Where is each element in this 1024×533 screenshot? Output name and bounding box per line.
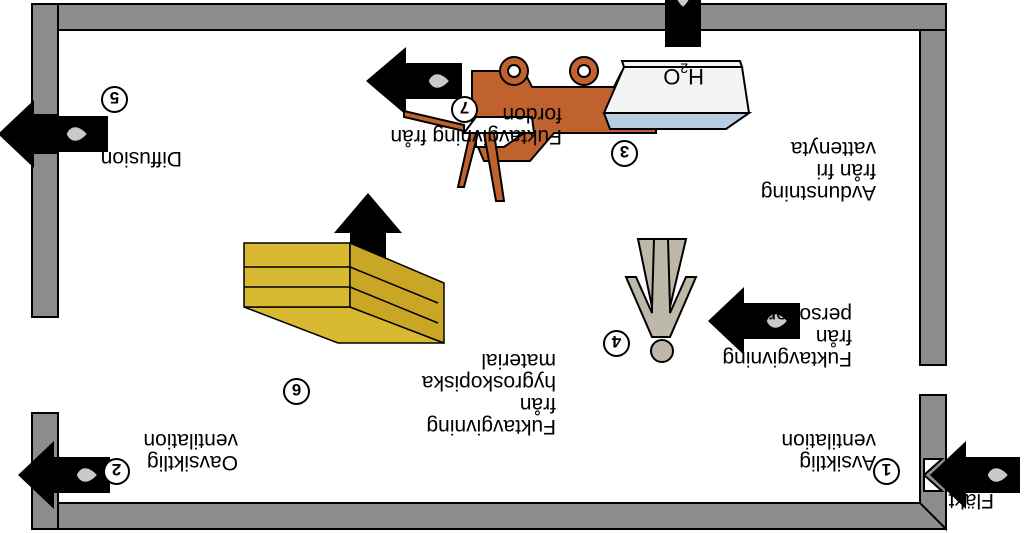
persons-label: Fuktavgivning från personer bbox=[722, 303, 852, 370]
evaporation-label: Avdunstning från fri vattenyta bbox=[760, 137, 876, 204]
arrow-intentional-ventilation-shape bbox=[930, 441, 1020, 509]
wall-right-lower bbox=[31, 3, 59, 318]
person-icon bbox=[624, 238, 698, 363]
water-formula: H2O bbox=[663, 58, 704, 89]
water-drop-icon bbox=[987, 468, 1008, 482]
water-formula-base: H bbox=[688, 64, 704, 89]
intentional-ventilation-label: Avsiktlig ventilation bbox=[781, 429, 876, 474]
arrow-intentional-ventilation bbox=[930, 441, 1020, 509]
water-drop-icon bbox=[76, 468, 97, 482]
water-drop-icon bbox=[766, 314, 787, 328]
arrow-diffusion bbox=[0, 100, 108, 168]
lumber-stack-icon bbox=[243, 241, 445, 345]
wall-bottom bbox=[57, 3, 947, 31]
building-walls bbox=[31, 3, 947, 532]
arrow-persons bbox=[708, 287, 800, 355]
arrow-unintentional-ventilation-shape bbox=[18, 441, 110, 509]
arrow-unintentional-ventilation bbox=[18, 441, 110, 509]
number-6: 6 bbox=[283, 378, 310, 405]
diffusion-label: Diffusion bbox=[100, 147, 182, 170]
water-drop-icon bbox=[66, 127, 87, 141]
arrow-persons-shape bbox=[708, 287, 800, 355]
water-drop-icon bbox=[676, 0, 690, 7]
number-4: 4 bbox=[603, 330, 630, 357]
arrow-vehicle bbox=[366, 47, 462, 115]
arrow-evaporation-shape bbox=[647, 0, 719, 47]
number-5: 5 bbox=[101, 86, 128, 113]
water-formula-end: O bbox=[663, 64, 681, 89]
wall-left-lower bbox=[919, 3, 947, 366]
arrow-diffusion-shape bbox=[0, 100, 108, 168]
hygroscopic-label: Fuktavgivning från hygroskopiska materia… bbox=[421, 349, 556, 438]
number-7: 7 bbox=[451, 96, 478, 123]
fan-label: Fläkt bbox=[948, 489, 994, 512]
arrow-vehicle-shape bbox=[366, 47, 462, 115]
arrow-evaporation bbox=[647, 0, 719, 47]
number-1: 1 bbox=[873, 458, 900, 485]
number-3: 3 bbox=[611, 140, 638, 167]
water-trough-icon bbox=[602, 60, 753, 130]
number-2: 2 bbox=[103, 458, 130, 485]
water-formula-sub: 2 bbox=[680, 60, 689, 77]
arrows bbox=[0, 0, 1020, 509]
fan-icon bbox=[923, 458, 945, 492]
unintentional-ventilation-label: Oavsiktlig ventilation bbox=[143, 429, 238, 474]
water-drop-icon bbox=[428, 74, 449, 88]
